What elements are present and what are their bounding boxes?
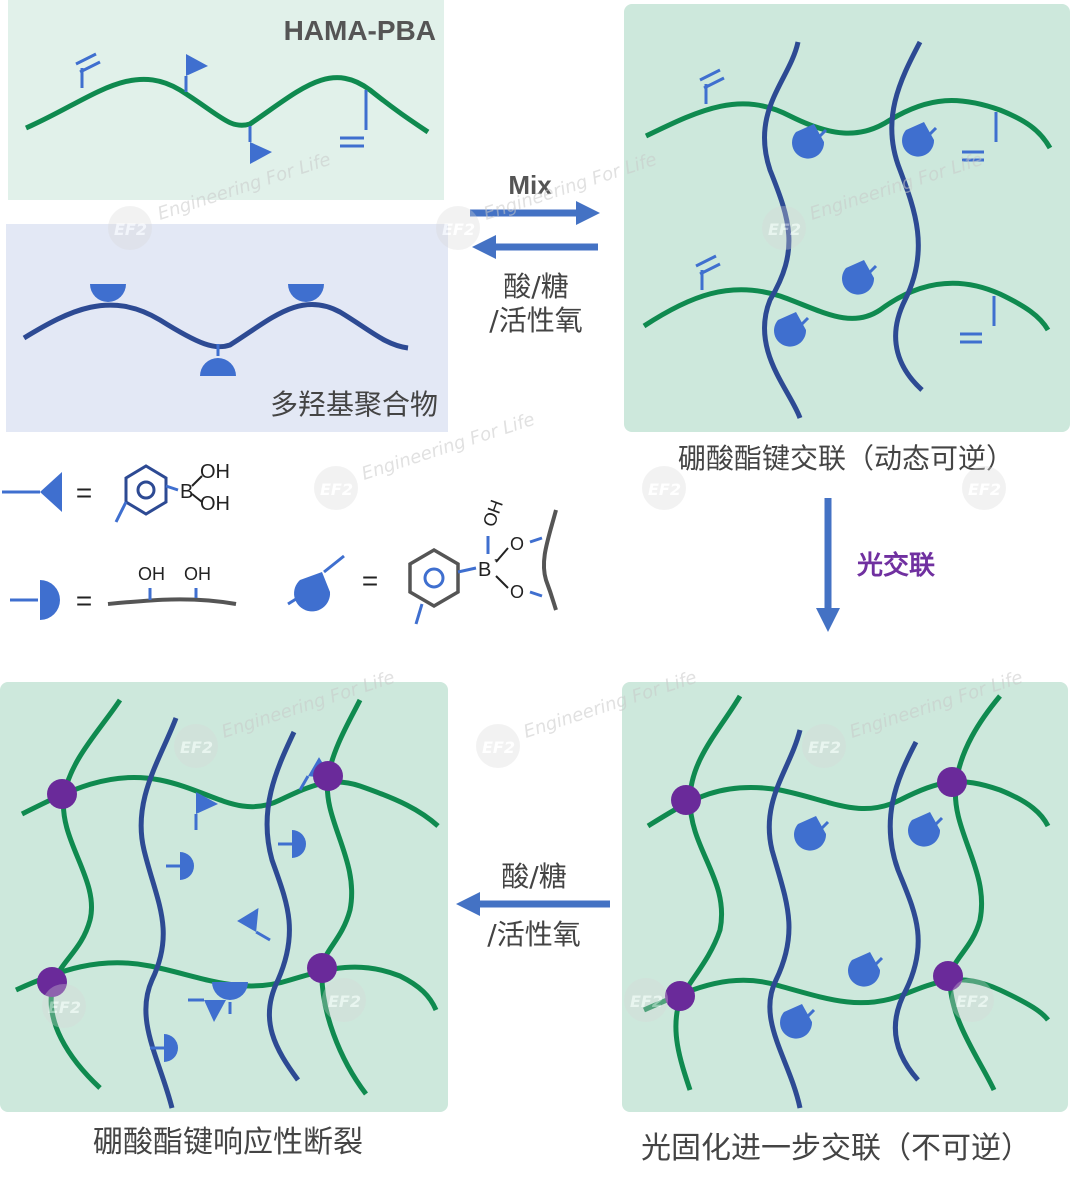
photo-crosslink-node [313, 761, 343, 791]
network-chain-blue [138, 717, 179, 1109]
polyol-panel [6, 224, 448, 432]
network-chain-green [643, 977, 1050, 1022]
vinyl-group-icon [960, 296, 996, 344]
network-chain-green [14, 960, 439, 1012]
photo-crosslink-node [665, 981, 695, 1011]
photo-crosslink-node [933, 961, 963, 991]
bottom-arrow-label-line2: /活性氧 [487, 918, 580, 951]
network-chain-green [642, 280, 1051, 332]
hama-pba-title: HAMA-PBA [284, 15, 436, 46]
photo-crosslink-node [671, 785, 701, 815]
network-chain-green [947, 694, 1002, 1092]
oxygen-label: O [510, 534, 524, 554]
oh-label: OH [479, 497, 507, 529]
reverse-label-line2: /活性氧 [489, 304, 582, 337]
dynamic-network-panel [624, 4, 1070, 432]
svg-text:EF2: EF2 [648, 480, 681, 499]
degraded-network-caption: 硼酸酯键响应性断裂 [93, 1125, 363, 1160]
network-chain-blue [889, 40, 924, 392]
hama-pba-chain [24, 75, 430, 135]
legend-equals: = [76, 477, 92, 508]
svg-text:EF2: EF2 [328, 992, 361, 1011]
oxygen-label: O [510, 582, 524, 602]
dynamic-network-caption: 硼酸酯键交联（动态可逆） [678, 442, 1014, 475]
network-chain-green [644, 98, 1053, 150]
boron-label: B [478, 559, 491, 581]
svg-text:EF2: EF2 [320, 480, 353, 499]
degradation-arrow [456, 892, 610, 916]
bottom-arrow-label-line1: 酸/糖 [501, 860, 566, 893]
svg-text:EF2: EF2 [114, 220, 147, 239]
legend-equals: = [362, 565, 378, 596]
legend-diol: = OH OH [10, 564, 237, 620]
boron-label: B [180, 481, 193, 503]
network-chain-green [646, 779, 1051, 829]
forward-arrow [470, 201, 600, 225]
polyol-chain [22, 301, 409, 351]
vinyl-group-down-icon [340, 90, 368, 148]
network-chain-blue [264, 730, 301, 1082]
boron-charge: - [494, 551, 499, 568]
network-chain-green [319, 698, 368, 1096]
svg-text:EF2: EF2 [180, 738, 213, 757]
svg-text:EF2: EF2 [808, 738, 841, 757]
photo-crosslink-arrow [816, 498, 840, 632]
mix-label: Mix [508, 170, 552, 200]
oh-label: OH [200, 493, 230, 515]
svg-text:EF2: EF2 [48, 998, 81, 1017]
network-chain-blue [766, 729, 803, 1109]
svg-text:EF2: EF2 [442, 220, 475, 239]
svg-text:EF2: EF2 [482, 738, 515, 757]
svg-text:EF2: EF2 [768, 220, 801, 239]
photo-crosslink-node [47, 779, 77, 809]
svg-text:EF2: EF2 [968, 480, 1001, 499]
photo-crosslink-node [307, 953, 337, 983]
legend-pba: = B OH OH [2, 461, 230, 523]
oh-label: OH [138, 564, 165, 584]
photo-crosslink-label: 光交联 [856, 550, 935, 581]
network-chain-blue [887, 740, 921, 1082]
svg-text:EF2: EF2 [956, 992, 989, 1011]
vinyl-group-icon [962, 112, 998, 162]
reverse-label-line1: 酸/糖 [503, 270, 568, 303]
irreversible-network-caption: 光固化进一步交联（不可逆） [641, 1131, 1031, 1166]
network-chain-green [20, 774, 440, 828]
oh-label: OH [200, 461, 230, 483]
polyol-title: 多羟基聚合物 [270, 388, 438, 421]
svg-text:EF2: EF2 [630, 992, 663, 1011]
legend-equals: = [76, 585, 92, 616]
oh-label: OH [184, 564, 211, 584]
legend-ester: = B - OH O O [287, 497, 558, 625]
reverse-arrow [472, 235, 598, 259]
photo-crosslink-node [937, 767, 967, 797]
network-chain-green [673, 694, 743, 1091]
